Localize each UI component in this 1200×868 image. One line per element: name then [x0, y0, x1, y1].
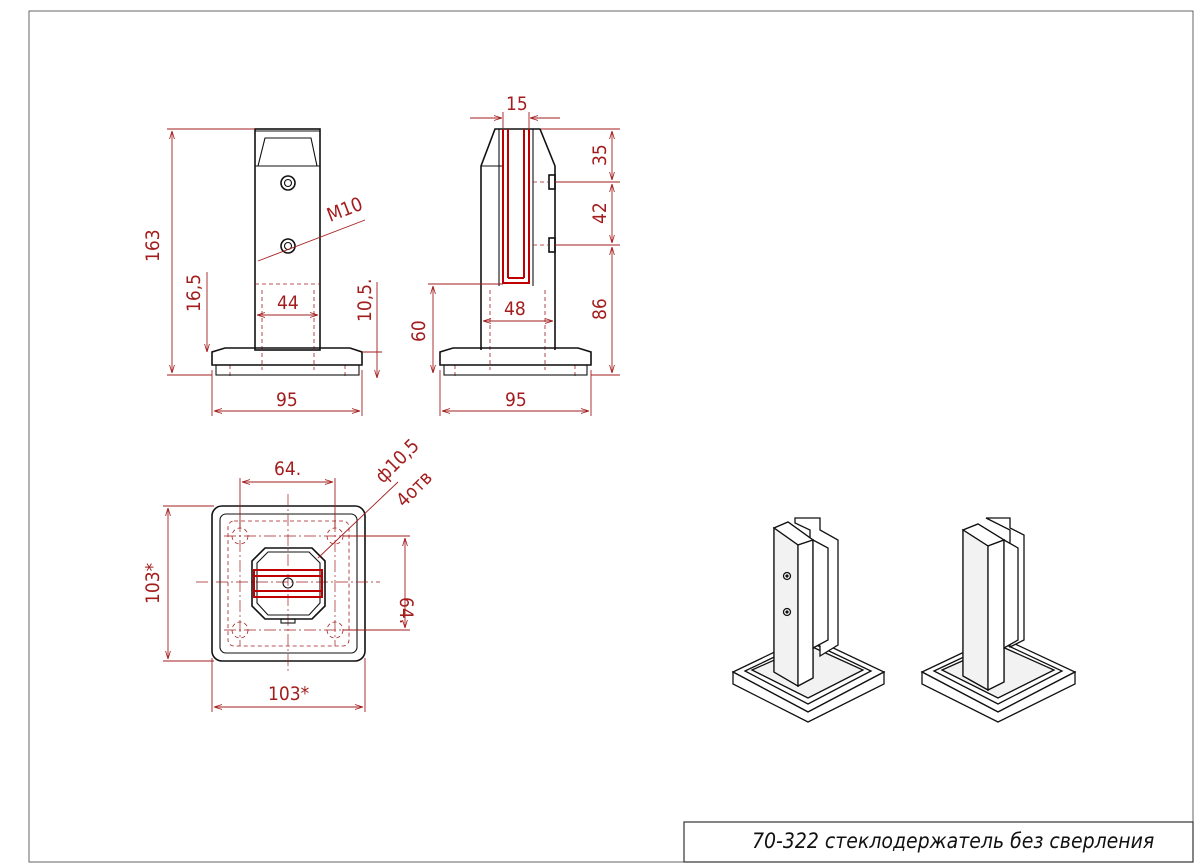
plan-post	[251, 547, 326, 620]
side-base	[439, 347, 592, 366]
front-dim-base-width: 95	[276, 389, 298, 411]
plan-dim-hole-spacing-x: 64.	[274, 458, 301, 480]
front-bolt-hole-upper	[280, 175, 296, 191]
side-bolt-lower	[548, 237, 556, 253]
front-post	[254, 128, 321, 351]
iso-view-back	[920, 517, 1077, 723]
side-view: 15 35 42 86 60 48 95	[408, 93, 620, 416]
sheet-frame	[28, 10, 1194, 863]
front-dim-hole-offset: 10,5.	[354, 279, 376, 322]
side-dim-body-width: 48	[504, 298, 526, 320]
side-dim-top-to-hole: 35	[589, 144, 611, 166]
side-body	[480, 128, 556, 350]
iso-view-front	[731, 517, 886, 723]
side-dim-slot-width: 15	[506, 93, 528, 115]
title-block: 70-322 стеклодержатель без сверления	[683, 821, 1194, 863]
plan-view: 64. ф10,5 4отв 64. 103* 103*	[142, 435, 437, 712]
side-dim-base-width: 95	[505, 389, 527, 411]
plan-dim-plate-width: 103*	[268, 683, 310, 705]
side-glass-slot	[502, 129, 530, 284]
plan-plate-outer	[211, 505, 366, 662]
front-dim-post-width: 44	[277, 292, 299, 314]
side-dim-slot-depth: 60	[408, 320, 430, 342]
front-view: M10 163 16,5 44 10,5. 95	[142, 128, 382, 416]
front-base	[211, 347, 363, 366]
side-dim-hole-spacing: 42	[589, 202, 611, 224]
side-bolt-upper	[548, 174, 556, 190]
title-text: 70-322 стеклодержатель без сверления	[752, 829, 1154, 853]
front-dim-height-total: 163	[142, 229, 164, 262]
front-bolt-hole-lower	[280, 238, 296, 254]
plan-dim-plate-height: 103*	[142, 562, 164, 604]
side-dim-hole-to-base: 86	[589, 298, 611, 320]
plan-dim-hole-spacing-y: 64.	[395, 597, 417, 624]
front-dim-base-offset: 16,5	[183, 274, 205, 312]
plan-glass-slot	[253, 569, 323, 598]
